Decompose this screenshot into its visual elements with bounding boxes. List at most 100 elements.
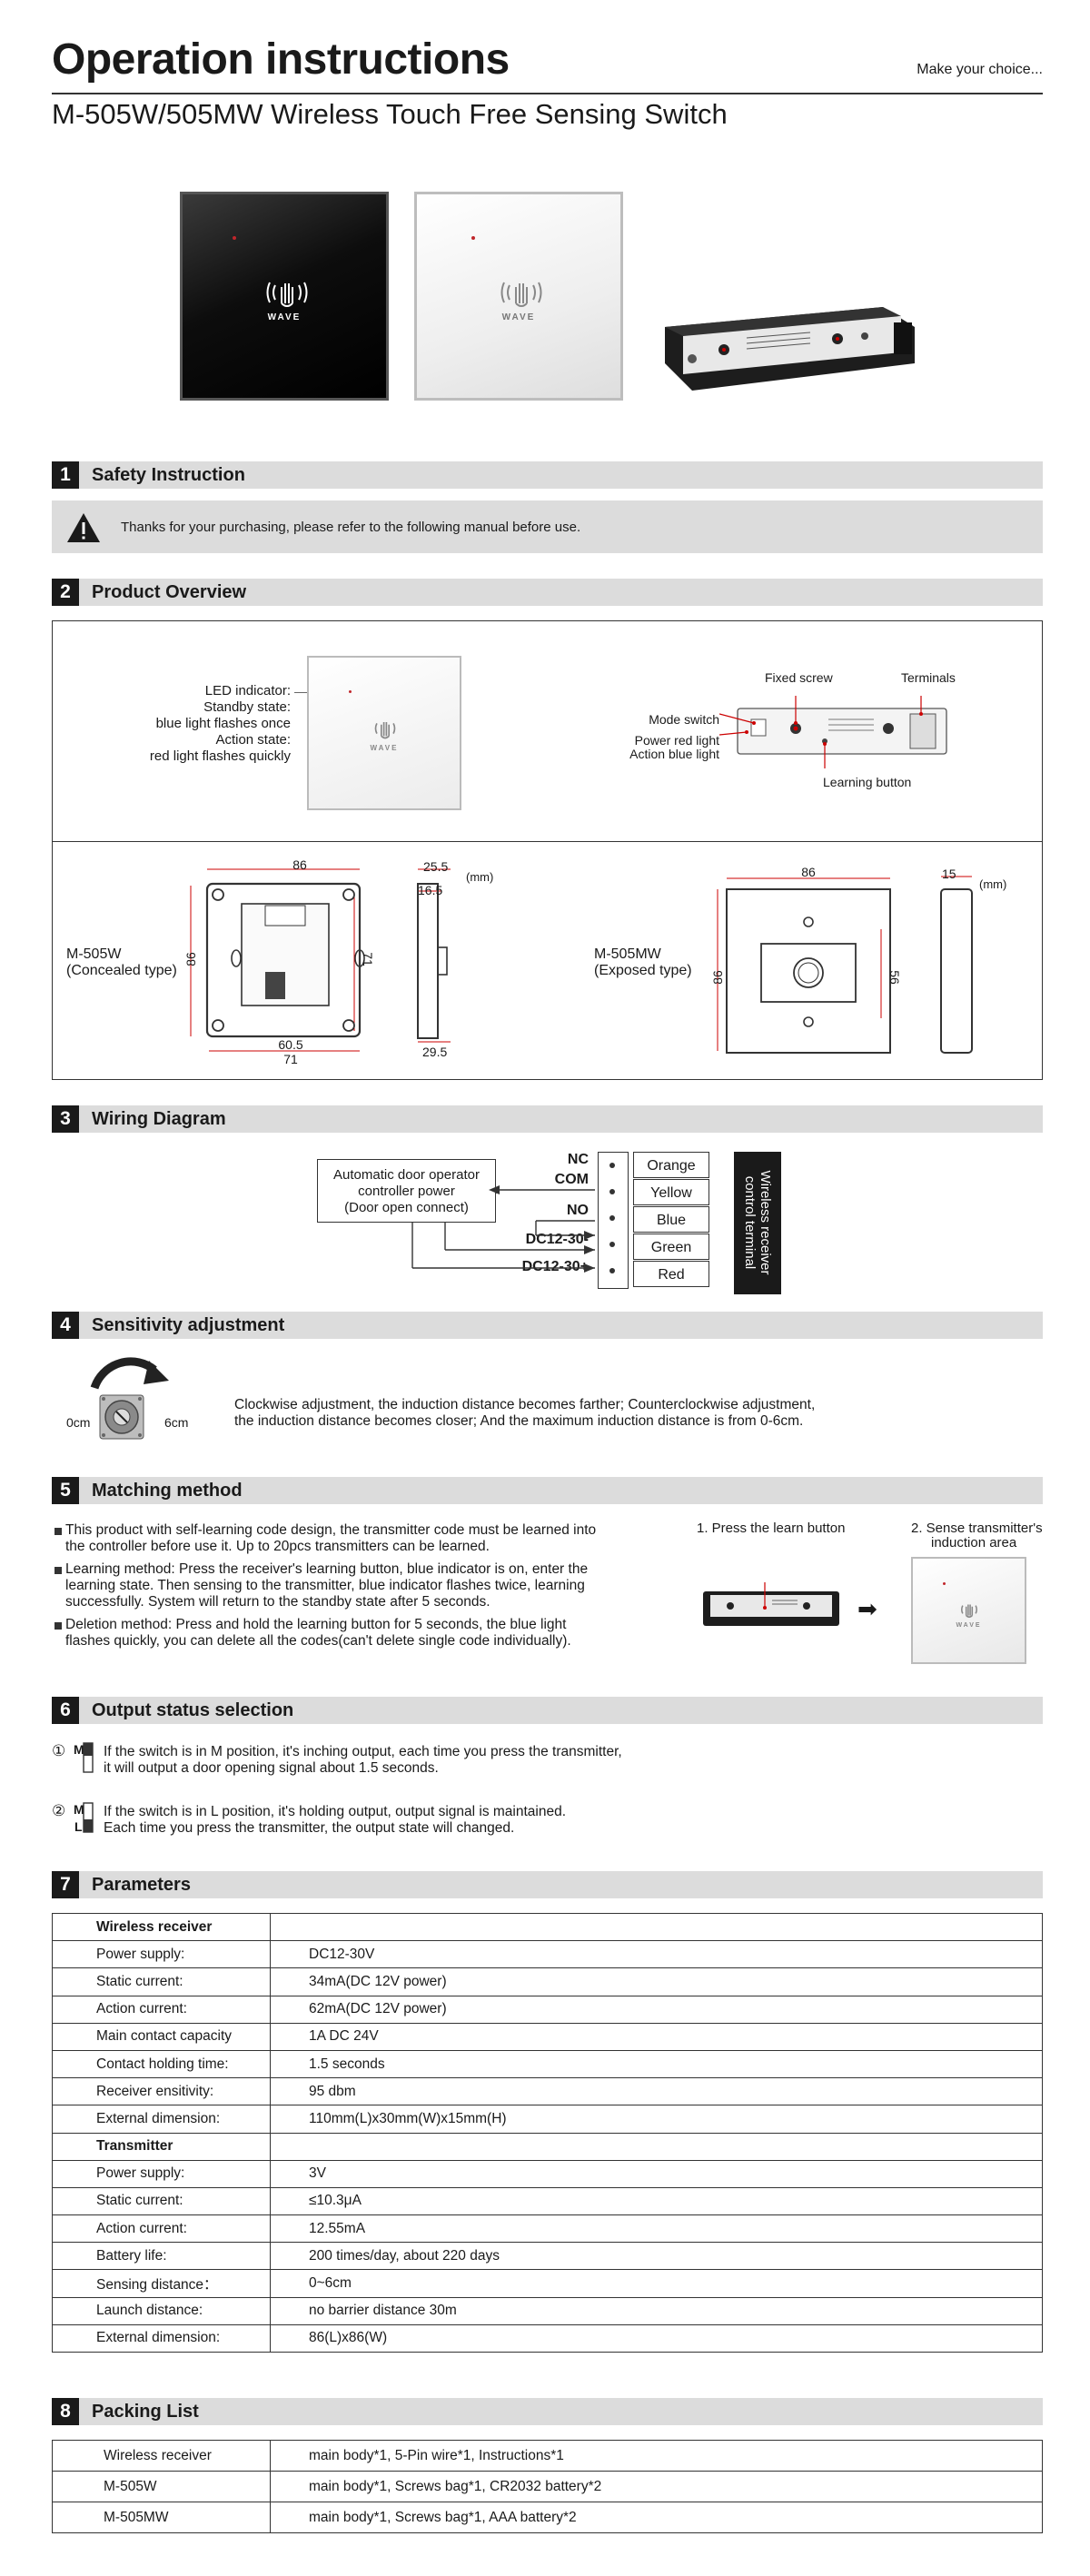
sensitivity-text: the induction distance becomes closer; A… <box>234 1413 804 1429</box>
param-value: 12.55mA <box>270 2214 1043 2244</box>
matching-text: the controller before use it. Up to 20pc… <box>65 1539 490 1554</box>
switch-m-label: M <box>74 1742 84 1757</box>
model-name: M-505MW <box>594 946 661 962</box>
terminal-label: COM <box>554 1172 589 1187</box>
unit-label: (mm) <box>466 870 494 884</box>
transmitter-sense-image: WAVE <box>911 1557 1026 1664</box>
param-value: ≤10.3μA <box>270 2186 1043 2216</box>
action-blue-light-label: Action blue light <box>629 747 719 761</box>
param-value: 62mA(DC 12V power) <box>270 1995 1043 2024</box>
white-panel-image: WAVE <box>414 192 623 401</box>
table-row: Static current:34mA(DC 12V power) <box>52 1967 1043 1996</box>
sensitivity-min-label: 0cm <box>66 1415 91 1430</box>
receiver-terminal-label: Wireless receiver control terminal <box>734 1152 781 1294</box>
led-label: blue light flashes once <box>155 716 291 731</box>
section-title: Packing List <box>92 2402 199 2422</box>
table-row: Receiver ensitivity:95 dbm <box>52 2077 1043 2106</box>
pack-item: M-505MW <box>52 2502 271 2533</box>
dim-label: 86 <box>801 865 816 879</box>
led-label: red light flashes quickly <box>149 748 291 764</box>
wire-color: Blue <box>633 1206 709 1233</box>
param-name: Main contact capacity <box>52 2022 271 2051</box>
section-title: Product Overview <box>92 582 247 602</box>
receiver-terminal-text: Wireless receiver control terminal <box>742 1170 773 1275</box>
param-value: 1A DC 24V <box>270 2022 1043 2051</box>
dim-label: 60.5 <box>278 1037 303 1052</box>
m505w-dimension-drawing <box>190 868 451 1052</box>
receiver-diagram <box>719 696 947 768</box>
dim-label: 71 <box>283 1052 298 1066</box>
param-value: 3V <box>270 2159 1043 2188</box>
pack-contents: main body*1, Screws bag*1, AAA battery*2 <box>270 2502 1043 2533</box>
param-value: 110mm(L)x30mm(W)x15mm(H) <box>270 2105 1043 2134</box>
param-name: Battery life: <box>52 2242 271 2271</box>
bullet-square <box>54 1528 62 1535</box>
header-rule <box>52 93 1043 94</box>
receiver-learn-image <box>703 1582 839 1626</box>
terminal-pin <box>609 1268 615 1273</box>
param-value: 200 times/day, about 220 days <box>270 2242 1043 2271</box>
param-value: no barrier distance 30m <box>270 2296 1043 2325</box>
section-number: 7 <box>52 1871 79 1898</box>
param-name: Launch distance: <box>52 2296 271 2325</box>
dim-label: 86 <box>292 857 307 872</box>
terminal-block <box>598 1152 629 1289</box>
sensitivity-text: Clockwise adjustment, the induction dist… <box>234 1397 816 1412</box>
step-1-label: 1. Press the learn button <box>697 1521 846 1536</box>
matching-text: This product with self-learning code des… <box>65 1522 597 1538</box>
hand-wave-icon <box>374 722 396 739</box>
section-title: Output status selection <box>92 1700 294 1720</box>
page-title: Operation instructions <box>52 35 510 84</box>
switch-l-label: L <box>74 1819 83 1834</box>
black-panel-image: WAVE <box>180 192 389 401</box>
dim-label: 15 <box>942 867 956 881</box>
terminal-label: NC <box>567 1152 589 1167</box>
sensitivity-max-label: 6cm <box>164 1415 189 1430</box>
bullet-square <box>54 1567 62 1574</box>
hand-wave-icon <box>960 1604 978 1619</box>
param-value: 1.5 seconds <box>270 2049 1043 2079</box>
section-number: 8 <box>52 2398 79 2425</box>
adjustment-knob-icon <box>90 1357 169 1440</box>
param-value <box>270 2132 1043 2161</box>
hand-wave-icon <box>500 282 542 307</box>
terminals-label: Terminals <box>901 670 956 685</box>
operator-label: (Door open connect) <box>344 1200 469 1215</box>
param-value: 34mA(DC 12V power) <box>270 1967 1043 1996</box>
pack-item: Wireless receiver <box>52 2440 271 2472</box>
power-red-light-label: Power red light <box>634 733 719 748</box>
matching-text: learning state. Then sensing to the tran… <box>65 1578 585 1593</box>
table-row: Static current:≤10.3μA <box>52 2186 1043 2216</box>
wire-color: Green <box>633 1234 709 1260</box>
param-value: 95 dbm <box>270 2077 1043 2106</box>
bullet-square <box>54 1622 62 1630</box>
section-header: 6 Output status selection <box>52 1697 1043 1724</box>
terminal-label: DC12-30+ <box>521 1259 589 1274</box>
terminal-label: NO <box>567 1203 589 1218</box>
section-number: 3 <box>52 1105 79 1133</box>
table-row: Power supply:3V <box>52 2159 1043 2188</box>
wire-color: Yellow <box>633 1179 709 1205</box>
dip-switch-m-icon <box>83 1742 94 1773</box>
dim-label: 86 <box>709 970 725 985</box>
mode-switch-label: Mode switch <box>649 712 719 727</box>
section-title: Parameters <box>92 1875 191 1895</box>
m505mw-dimension-drawing <box>717 876 973 1054</box>
pack-item: M-505W <box>52 2471 271 2502</box>
step-2-label: induction area <box>931 1535 1017 1551</box>
wave-label: WAVE <box>956 1622 982 1629</box>
section-title: Matching method <box>92 1481 243 1501</box>
led-dot <box>471 236 475 240</box>
option-marker: ① <box>52 1742 66 1759</box>
table-row: Transmitter <box>52 2132 1043 2161</box>
unit-label: (mm) <box>979 877 1007 891</box>
param-value: 0~6cm <box>270 2269 1043 2298</box>
safety-notice: Thanks for your purchasing, please refer… <box>52 500 1043 553</box>
learning-button-label: Learning button <box>823 775 912 789</box>
param-name: External dimension: <box>52 2105 271 2134</box>
